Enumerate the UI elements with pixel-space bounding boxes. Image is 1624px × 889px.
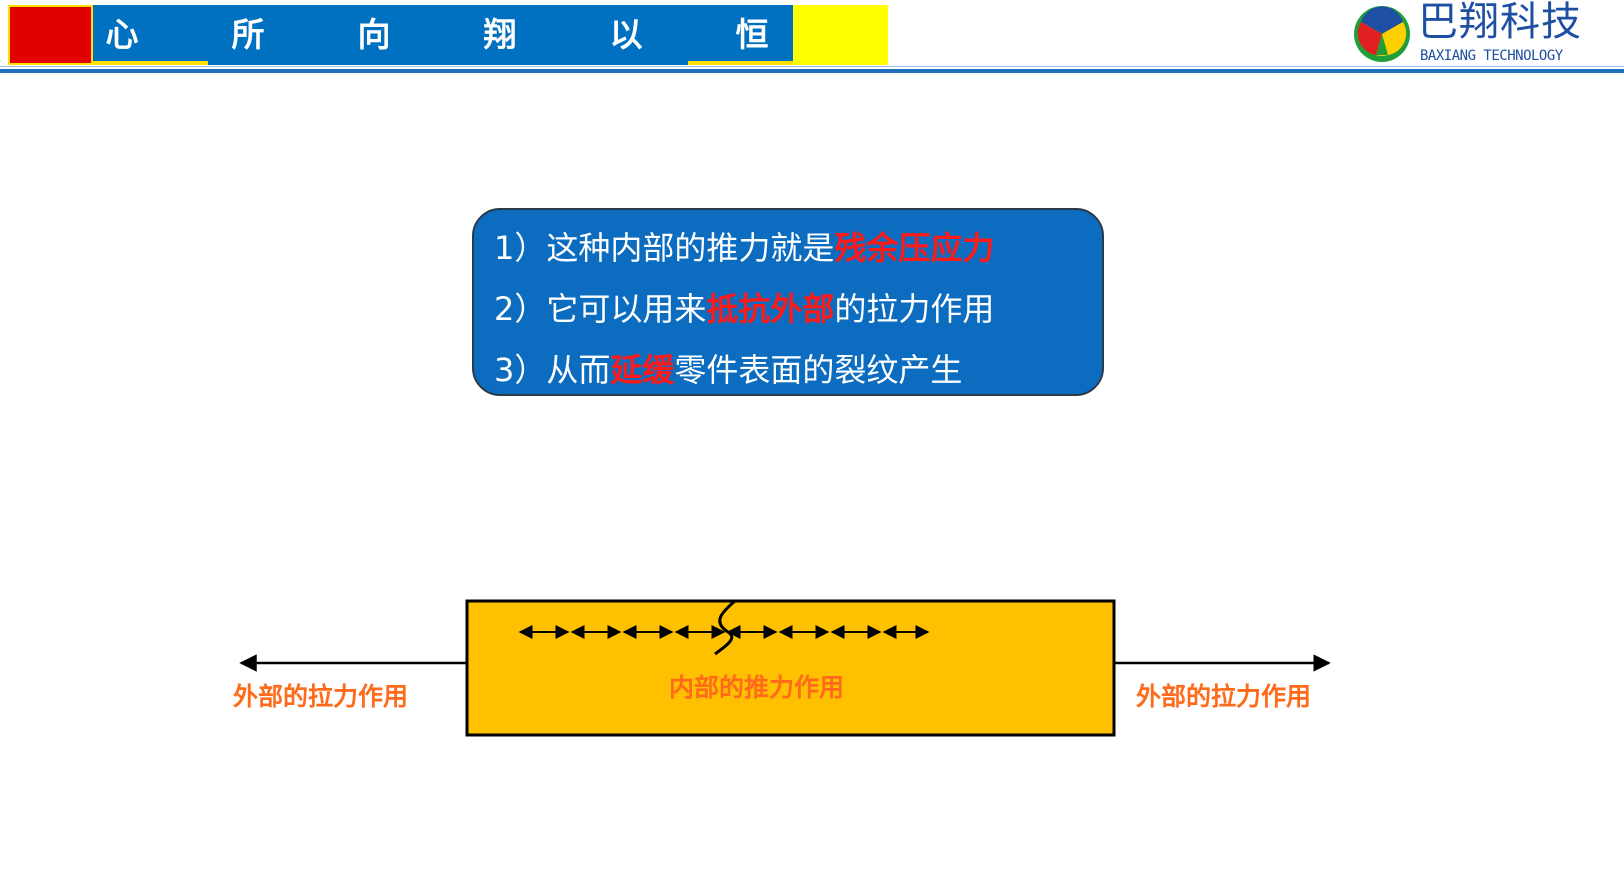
callout-line-1: 1）这种内部的推力就是残余压应力 [494,228,994,268]
part-block [465,599,1116,737]
left-tension-label: 外部的拉力作用 [233,682,409,711]
logo-name-en: BAXIANG TECHNOLOGY [1420,48,1563,64]
motto-char: 翔 [483,15,517,54]
callout-highlight: 残余压应力 [834,229,995,267]
callout-box: 1）这种内部的推力就是残余压应力 2）它可以用来抵抗外部的拉力作用 3）从而延缓… [472,208,1104,396]
motto-char: 心 [105,15,139,54]
banner-accent-strip [93,61,208,65]
header-banner: 心 所 向 翔 以 恒 [8,5,888,65]
motto-char: 以 [609,15,643,54]
callout-text: 零件表面的裂纹产生 [674,351,963,389]
motto-char: 所 [231,15,265,54]
callout-highlight: 抵抗外部 [706,290,835,328]
right-tension-label: 外部的拉力作用 [1136,682,1312,711]
callout-line-2: 2）它可以用来抵抗外部的拉力作用 [494,289,994,329]
callout-text: 1）这种内部的推力就是 [494,229,835,267]
callout-highlight: 延缓 [610,351,675,389]
company-logo: 巴翔科技 BAXIANG TECHNOLOGY [1352,0,1624,66]
callout-text: 3）从而 [494,351,611,389]
company-logo-icon [1354,6,1410,62]
banner-accent-strip [688,61,793,65]
motto-char: 向 [357,15,391,54]
callout-line-3: 3）从而延缓零件表面的裂纹产生 [494,350,962,390]
banner-yellow-block [793,5,888,65]
logo-name-cn: 巴翔科技 [1418,0,1582,45]
callout-text: 的拉力作用 [834,290,995,328]
banner-red-block [8,5,93,65]
callout-text: 2）它可以用来 [494,290,707,328]
header-divider [0,69,1624,73]
header-divider-thin [0,66,1624,67]
internal-push-label: 内部的推力作用 [669,673,845,702]
banner-blue-block [93,5,793,65]
motto-char: 恒 [735,15,769,54]
